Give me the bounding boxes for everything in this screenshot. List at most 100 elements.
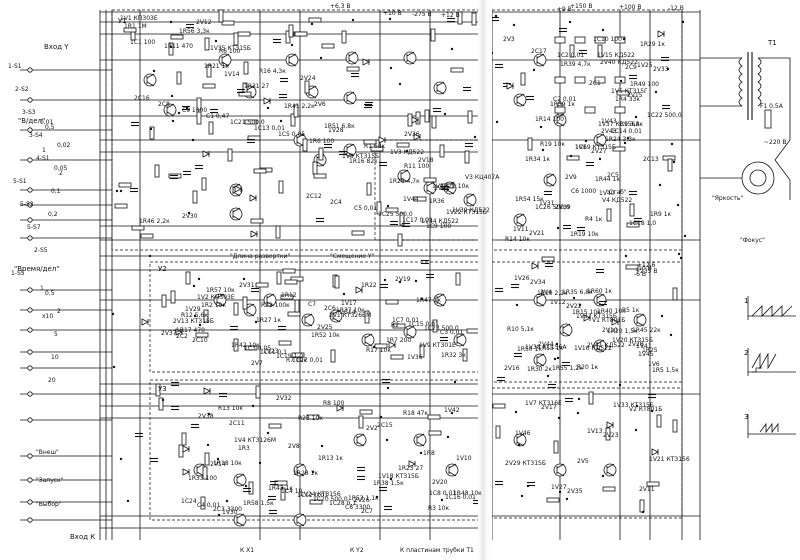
junction-dot [148,254,152,258]
transistor-label: 2V30 [182,213,198,220]
input-y-label: Вход Y [44,43,69,51]
transistor-body [553,463,567,477]
resistor [237,31,251,37]
transistor-label: 2V31 [239,282,255,289]
transistor [513,433,527,447]
transistor-emitter [456,341,465,347]
capacitor-label: C1 0,47 [206,113,230,120]
resistor-body [629,203,635,217]
diode-body [355,286,363,294]
transistor-emitter [232,191,241,197]
resistor [123,27,137,33]
junction-dot [206,443,210,447]
resistor-body [385,299,399,305]
transformer-t1 [700,52,791,200]
capacitor-label: 1C25 500,0 [378,211,413,218]
resistor-body [161,294,167,308]
capacitor-label: C5 0,01 [354,205,378,212]
junction-dot [169,45,173,49]
electrolytic-capacitor [554,106,566,114]
resistor-label: 1R46 2,2к [139,218,170,225]
switch-label: 4-S1 [36,155,50,162]
capacitor [219,392,227,398]
junction-dot [658,183,662,187]
junction-dot [386,204,390,208]
junction-dot [398,82,402,86]
resistor-label: R16 4,3к [259,68,286,75]
junction-dot [254,320,258,324]
switch-label: 5-S2 [20,201,34,208]
capacitor [495,287,503,293]
resistor [178,444,184,458]
resistor-body [302,138,308,152]
capacitor-label: 1C21 500,0 [230,119,265,126]
junction-dot [443,112,447,116]
resistor-body [431,115,437,129]
resistor-label: 1R21 1к [204,63,229,70]
junction-dot [512,23,516,27]
resistor-body [243,61,249,75]
transistor-label: 2V12 [196,19,212,26]
diode-body [362,58,370,66]
resistor [306,414,320,420]
diode-body [378,136,386,144]
capacitor [596,268,604,274]
resistor-body [358,415,364,429]
transistor-body [513,213,527,227]
resistor-body [278,340,292,346]
power-rail-label: +12 В [441,12,460,19]
transistor-collector [304,313,313,319]
capacitor [251,287,259,293]
junction-dot [598,157,602,161]
resistor [553,440,559,454]
resistor-body [430,28,436,42]
resistor-body [192,190,198,204]
capacitor [599,300,607,306]
electrolytic-capacitor [574,76,586,84]
capacitor [586,161,594,167]
capacitor [379,486,387,492]
capacitor [514,352,522,358]
resistor-body [185,271,191,285]
transistor-collector [562,323,571,329]
capacitor [421,259,429,265]
transistor [633,313,647,327]
transistor-collector [516,433,525,439]
attenuator-label: "В/дел" [18,117,46,125]
transistor-collector [536,293,545,299]
junction-dot [152,69,156,73]
transistor-collector [364,333,373,339]
input-terminal [27,477,33,483]
capacitor [629,74,637,80]
junction-dot [568,20,572,24]
x1-label: К X1 [240,547,255,554]
capacitor-label: 1C16 0,01 [445,494,476,501]
resistor-body [492,403,506,409]
junction-dot [635,404,639,408]
resistor-body [321,43,335,49]
resistor [280,294,294,300]
junction-dot [191,138,195,142]
transistor-collector [221,53,230,59]
diode-body [203,387,211,395]
sweep-length-label: "Длина развертки" [230,253,291,260]
resistor-label: 1R6 100 [309,138,335,145]
resistor [158,397,164,411]
diode-body [657,30,665,38]
transistor-label: 1V27 [551,484,567,491]
resistor [294,299,300,313]
attenuator-step-label: 0,01 [40,119,54,126]
junction-dot [214,39,218,43]
junction-dot [111,312,115,316]
input-terminal [27,235,33,241]
junction-dot [670,142,674,146]
capacitor-label: 1C9 100 [426,223,452,230]
sweep-step-label: 10 [51,354,59,361]
transistor-collector [288,53,297,59]
switch-label: 5-S7 [27,224,41,231]
resistor [195,332,209,338]
resistor-body [155,383,161,397]
capacitor-label: 2C13 [643,156,659,163]
attenuator-step-label: 2 [59,170,63,177]
